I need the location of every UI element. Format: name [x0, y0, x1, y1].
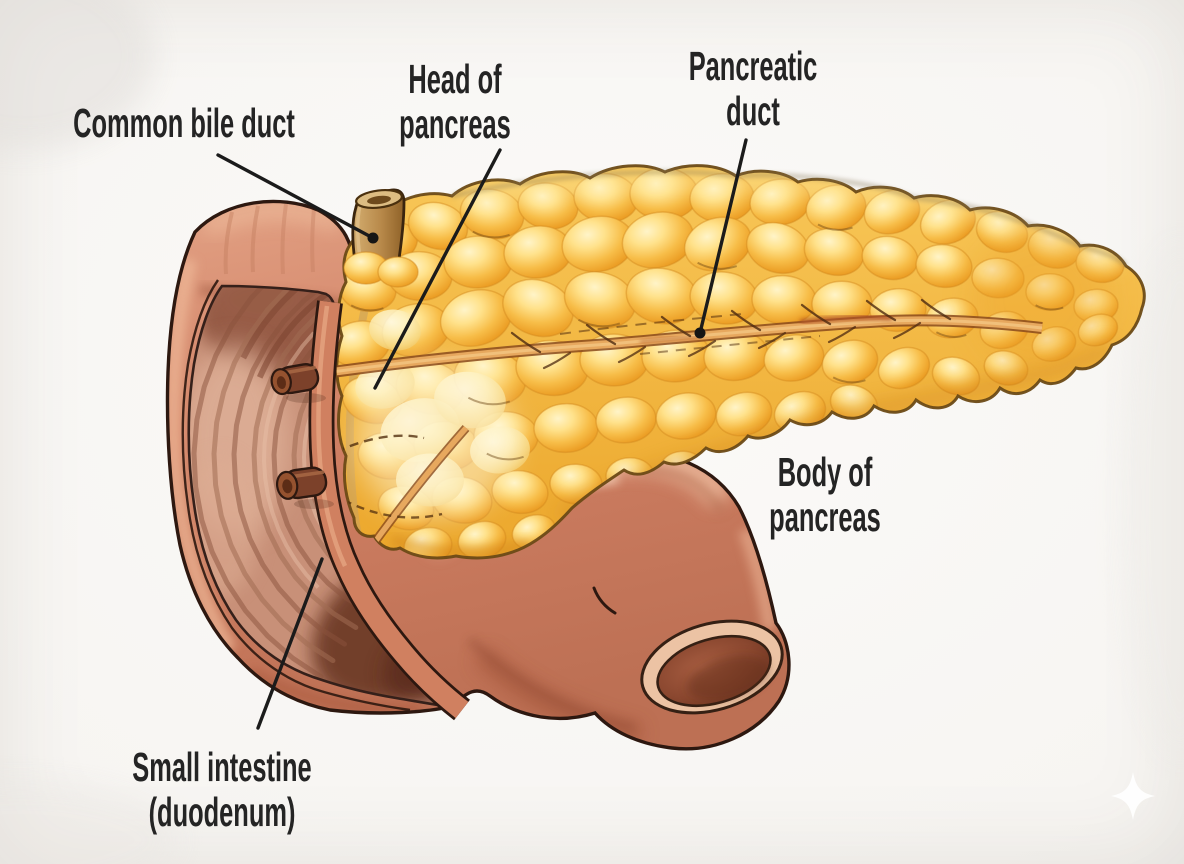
watermark-star-icon — [1111, 772, 1155, 820]
pancreatic-duct-graphic — [336, 298, 1043, 558]
leader-lines — [216, 138, 748, 730]
jejunum-cut-opening — [592, 586, 784, 715]
pancreas-top-edge-shade — [451, 169, 1128, 268]
leader-head-of-pancreas — [373, 148, 502, 390]
vessel-stump-upper — [270, 363, 320, 396]
duodenum-inner-rim — [308, 300, 471, 721]
common-bile-duct-graphic — [343, 188, 419, 288]
blood-vessels — [270, 363, 334, 509]
vessel-stump-lower — [275, 466, 328, 500]
duct-branches — [510, 298, 952, 370]
cut-wall-edge-line — [181, 279, 411, 712]
leader-small-intestine — [256, 557, 324, 730]
leader-pancreatic-duct — [698, 138, 748, 335]
leader-dot-pancreatic-duct — [694, 327, 706, 339]
leader-common-bile-duct — [216, 153, 375, 240]
leader-dot-common-bile-duct — [367, 232, 379, 244]
